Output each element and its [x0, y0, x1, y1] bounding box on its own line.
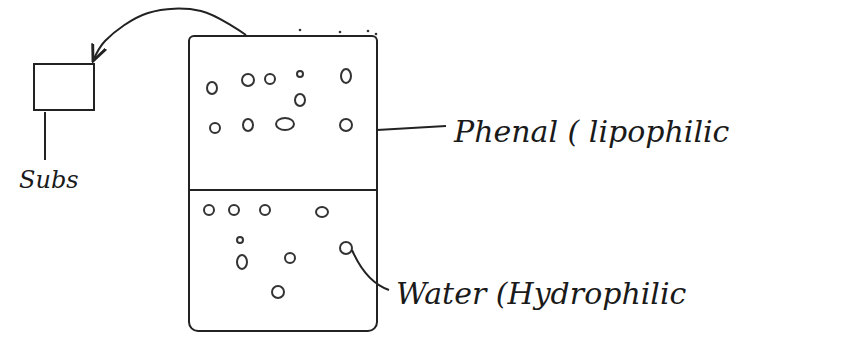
node-label: Phenal ( lipophilic — [454, 115, 729, 148]
phenol-layer: Phenal ( lipophilic — [188, 35, 378, 191]
particles — [204, 69, 352, 298]
node-label: Water (Hydrophilic — [396, 277, 686, 310]
node-label: Subs — [19, 167, 79, 193]
leader-line — [352, 250, 389, 290]
substance-box: Subs — [33, 63, 95, 111]
water-layer: Water (Hydrophilic — [188, 189, 378, 332]
leader-line — [44, 112, 46, 160]
leader-lines — [45, 112, 446, 290]
leader-line — [377, 126, 446, 130]
